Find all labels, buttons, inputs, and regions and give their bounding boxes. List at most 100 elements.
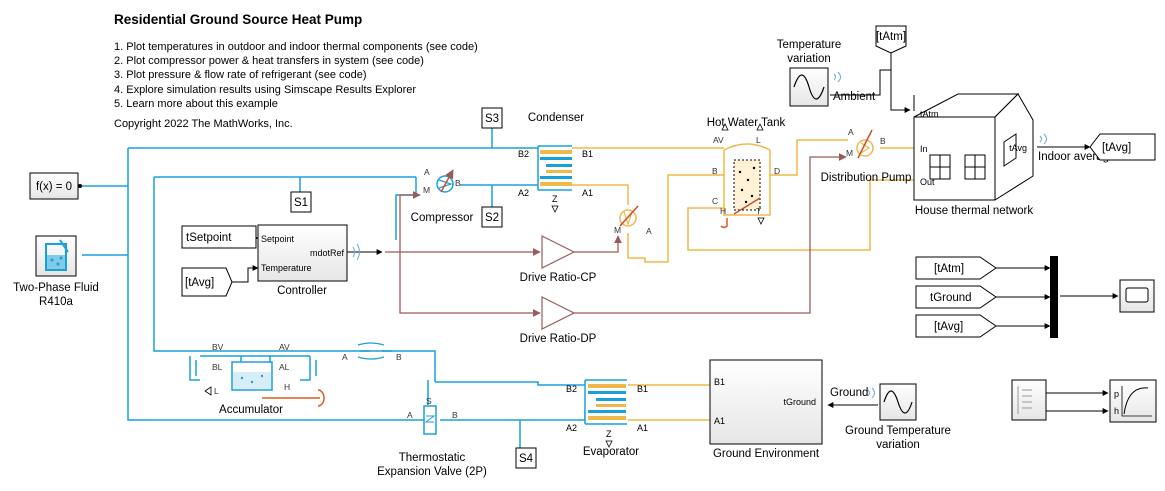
svg-text:B2: B2 <box>518 149 529 159</box>
svg-text:S4: S4 <box>519 453 534 465</box>
svg-text:tSetpoint: tSetpoint <box>186 232 232 244</box>
svg-text:Accumulator: Accumulator <box>219 404 283 416</box>
refrigerant-lines[interactable] <box>82 128 586 448</box>
svg-text:B: B <box>712 166 718 176</box>
condenser-label: Condenser <box>528 112 584 124</box>
accumulator-block[interactable]: BV AV BL AL L H Accumulator <box>195 342 325 416</box>
svg-text:[tAvg]: [tAvg] <box>1102 142 1131 154</box>
svg-text:Ambient: Ambient <box>833 91 876 103</box>
svg-text:Thermostatic: Thermostatic <box>399 452 466 464</box>
temperature-variation-block[interactable]: Temperature variation Ambient <box>777 39 876 107</box>
svg-text:variation: variation <box>876 439 919 451</box>
svg-text:B1: B1 <box>582 149 593 159</box>
note-link[interactable]: 1. Plot temperatures in outdoor and indo… <box>114 41 478 53</box>
goto-tavg[interactable]: [tAvg] <box>1089 133 1156 161</box>
svg-text:A: A <box>424 167 430 177</box>
svg-text:A: A <box>342 352 348 362</box>
drive-ratio-dp-gain[interactable]: Drive Ratio-DP <box>520 296 597 345</box>
ph-source-block[interactable] <box>1011 379 1047 421</box>
svg-text:B: B <box>880 136 886 146</box>
mux-bar[interactable] <box>1050 256 1058 338</box>
svg-text:B: B <box>455 178 461 188</box>
solver-label: f(x) = 0 <box>36 181 72 193</box>
svg-text:B1: B1 <box>637 384 648 394</box>
svg-text:House thermal network: House thermal network <box>915 205 1033 217</box>
expansion-valve-block[interactable]: A S B Thermostatic Expansion Valve (2P) <box>377 396 487 478</box>
note-link[interactable]: 4. Explore simulation results using Sims… <box>114 83 417 96</box>
svg-text:variation: variation <box>787 53 830 65</box>
svg-text:S1: S1 <box>294 197 308 209</box>
note-link[interactable]: 5. Learn more about this example <box>114 97 278 110</box>
diagram-title: Residential Ground Source Heat Pump <box>114 12 363 27</box>
tag-s2[interactable]: S2 <box>481 206 503 228</box>
svg-text:[tAtm]: [tAtm] <box>934 263 964 275</box>
svg-text:B: B <box>452 410 458 420</box>
svg-text:Hot Water Tank: Hot Water Tank <box>707 117 786 129</box>
svg-text:A1: A1 <box>714 416 725 426</box>
controller-label: Controller <box>277 285 327 297</box>
svg-text:S: S <box>426 396 432 406</box>
tag-s3[interactable]: S3 <box>481 107 503 129</box>
svg-text:D: D <box>774 166 780 176</box>
from-tavg-controller[interactable]: [tAvg] <box>181 267 233 297</box>
svg-text:A1: A1 <box>582 188 593 198</box>
from-tsetpoint[interactable]: tSetpoint <box>181 225 257 249</box>
svg-text:H: H <box>720 206 726 216</box>
tag-s1[interactable]: S1 <box>290 191 312 213</box>
ground-temperature-block[interactable]: Ground Ground Temperature variation <box>830 383 951 451</box>
tag-s4[interactable]: S4 <box>515 447 537 469</box>
svg-text:tGround: tGround <box>783 397 816 407</box>
evaporator-block[interactable]: B2 B1 A2 A1 Z Evaporator <box>566 379 648 458</box>
svg-text:tAtm: tAtm <box>920 109 939 119</box>
svg-text:A: A <box>407 410 413 420</box>
svg-text:Drive Ratio-CP: Drive Ratio-CP <box>520 272 597 284</box>
scope-block[interactable] <box>1119 279 1155 313</box>
svg-text:M: M <box>614 225 621 235</box>
compressor-block[interactable]: A B M Compressor <box>411 167 474 224</box>
note-link[interactable]: 3. Plot pressure & flow rate of refriger… <box>114 69 367 82</box>
control-signal-lines[interactable] <box>385 153 847 317</box>
note-link[interactable]: 2. Plot compressor power & heat transfer… <box>114 55 424 68</box>
solver-configuration-block[interactable]: f(x) = 0 <box>29 172 82 200</box>
distribution-pump-block[interactable]: A B M Distribution Pump <box>821 127 912 184</box>
svg-text:M: M <box>846 148 853 158</box>
ph-diagram-block[interactable]: p h <box>1109 379 1157 423</box>
house-thermal-network-block[interactable]: tAtm In tAvg Out House thermal network <box>913 93 1034 217</box>
compressor-label: Compressor <box>411 212 474 224</box>
fluid-properties-block[interactable]: Two-Phase Fluid R410a <box>13 235 99 308</box>
svg-text:[tAtm]: [tAtm] <box>876 31 906 43</box>
ground-environment-block[interactable]: B1 A1 tGround Ground Environment <box>709 359 823 460</box>
svg-text:B1: B1 <box>714 377 725 387</box>
pipe-block[interactable]: A B <box>342 342 402 362</box>
svg-text:L: L <box>756 135 761 145</box>
svg-text:S3: S3 <box>485 113 499 125</box>
svg-text:Z: Z <box>606 429 612 439</box>
svg-text:B: B <box>396 352 402 362</box>
svg-text:Out: Out <box>920 177 935 187</box>
condenser-block[interactable]: Condenser B2 B1 A2 A1 Z <box>518 112 593 213</box>
goto-tatm[interactable]: [tAtm] <box>875 25 907 54</box>
svg-text:mdotRef: mdotRef <box>310 248 345 258</box>
from-tatm[interactable]: [tAtm] <box>915 256 997 280</box>
svg-text:S2: S2 <box>485 212 499 224</box>
svg-text:B2: B2 <box>566 384 577 394</box>
hot-water-tank-block[interactable]: Hot Water Tank AV L B D C H T <box>707 117 786 229</box>
svg-text:AL: AL <box>279 362 290 372</box>
signal-lines[interactable] <box>232 53 1119 414</box>
svg-text:A: A <box>646 226 652 236</box>
controller-block[interactable]: Setpoint Temperature mdotRef Controller <box>257 224 360 297</box>
condenser-pump-icon[interactable]: M A <box>614 205 652 236</box>
svg-text:tGround: tGround <box>930 292 972 304</box>
svg-text:A2: A2 <box>518 188 529 198</box>
from-tground[interactable]: tGround <box>915 285 997 309</box>
svg-text:BL: BL <box>212 362 223 372</box>
svg-text:Ground Environment: Ground Environment <box>713 448 820 460</box>
notes-list: 1. Plot temperatures in outdoor and indo… <box>114 40 478 111</box>
drive-ratio-cp-gain[interactable]: Drive Ratio-CP <box>520 235 597 284</box>
svg-text:C: C <box>712 196 718 206</box>
from-tavg[interactable]: [tAvg] <box>915 314 997 338</box>
svg-text:AV: AV <box>713 135 724 145</box>
svg-text:Expansion Valve (2P): Expansion Valve (2P) <box>377 466 487 478</box>
svg-text:Ground Temperature: Ground Temperature <box>845 425 951 437</box>
